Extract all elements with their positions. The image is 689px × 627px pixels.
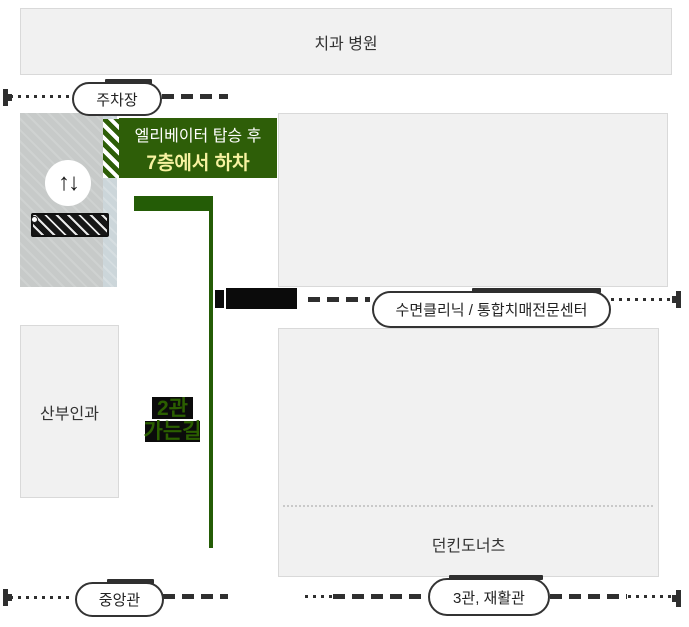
building-right-upper: [278, 113, 668, 287]
route-label-sleep-clinic: 수면클리닉 / 통합치매전문센터: [372, 288, 611, 328]
instruction-line1: 엘리베이터 탑승 후: [134, 127, 262, 145]
route-dashed-parking: [162, 94, 228, 99]
building-dental-label: 치과 병원: [314, 35, 378, 53]
route-dotted-parking: [10, 95, 72, 98]
route-dotted-bldg3-right: [628, 595, 673, 598]
redacted-text-fragment: [215, 290, 224, 308]
path-label-redact-2: [145, 421, 200, 442]
instruction-line2: 7층에서 하차: [146, 152, 250, 174]
route-dashed-bldg3-right: [550, 594, 627, 599]
building-obgyn-label: 산부인과: [40, 405, 99, 423]
route-label-parking: 주차장: [72, 79, 162, 116]
route-label-parking-text: 주차장: [96, 91, 138, 109]
route-dashed-central: [163, 594, 228, 599]
building-right-lower: [278, 328, 659, 577]
route-label-parking-tab: [104, 79, 152, 84]
route-dotted-bldg3-left: [305, 595, 333, 598]
walk-path-horizontal: [134, 196, 213, 211]
route-dotted-central: [10, 596, 74, 599]
route-endpoint-sleep-right: [672, 291, 681, 308]
route-label-sleep-tab: [471, 288, 601, 293]
route-dashed-bldg3-left: [333, 594, 426, 599]
path-label-redact-1: [152, 397, 193, 419]
elevator-arrows: ↑↓: [58, 169, 80, 196]
hatch-sign-dot: [31, 216, 38, 223]
building-obgyn: 산부인과: [20, 325, 119, 498]
route-label-sleep-text: 수면클리닉 / 통합치매전문센터: [395, 302, 588, 319]
elevator-icon: ↑↓: [45, 160, 91, 206]
route-label-central-tab: [107, 579, 154, 584]
route-dashed-sleep: [308, 297, 370, 302]
route-endpoint-bldg3-right: [672, 590, 681, 607]
building-dental-hospital: 치과 병원: [20, 8, 672, 75]
path-label-line1: 2관: [157, 397, 188, 420]
elevator-instruction-box: 엘리베이터 탑승 후 7층에서 하차: [119, 118, 277, 178]
route-dotted-sleep: [611, 298, 673, 301]
route-label-bldg3: 3관, 재활관: [428, 575, 550, 616]
redacted-hatch-sign: [31, 213, 109, 237]
route-label-central: 중앙관: [75, 579, 164, 617]
path-destination-label: 2관 가는길: [122, 397, 223, 443]
walk-path-vertical: [209, 211, 213, 548]
building-floor-divider: [283, 505, 653, 507]
building-dunkin-label: 던킨도너츠: [431, 538, 506, 555]
redacted-bar: [226, 288, 297, 309]
route-endpoint-central-left: [3, 589, 12, 606]
route-endpoint-parking-left: [3, 89, 12, 106]
route-label-bldg3-tab: [448, 575, 543, 580]
instruction-hatch-strip: [103, 119, 119, 178]
route-label-bldg3-text: 3관, 재활관: [453, 589, 525, 607]
route-label-central-text: 중앙관: [98, 592, 141, 609]
path-label-line2: 가는길: [143, 420, 202, 443]
